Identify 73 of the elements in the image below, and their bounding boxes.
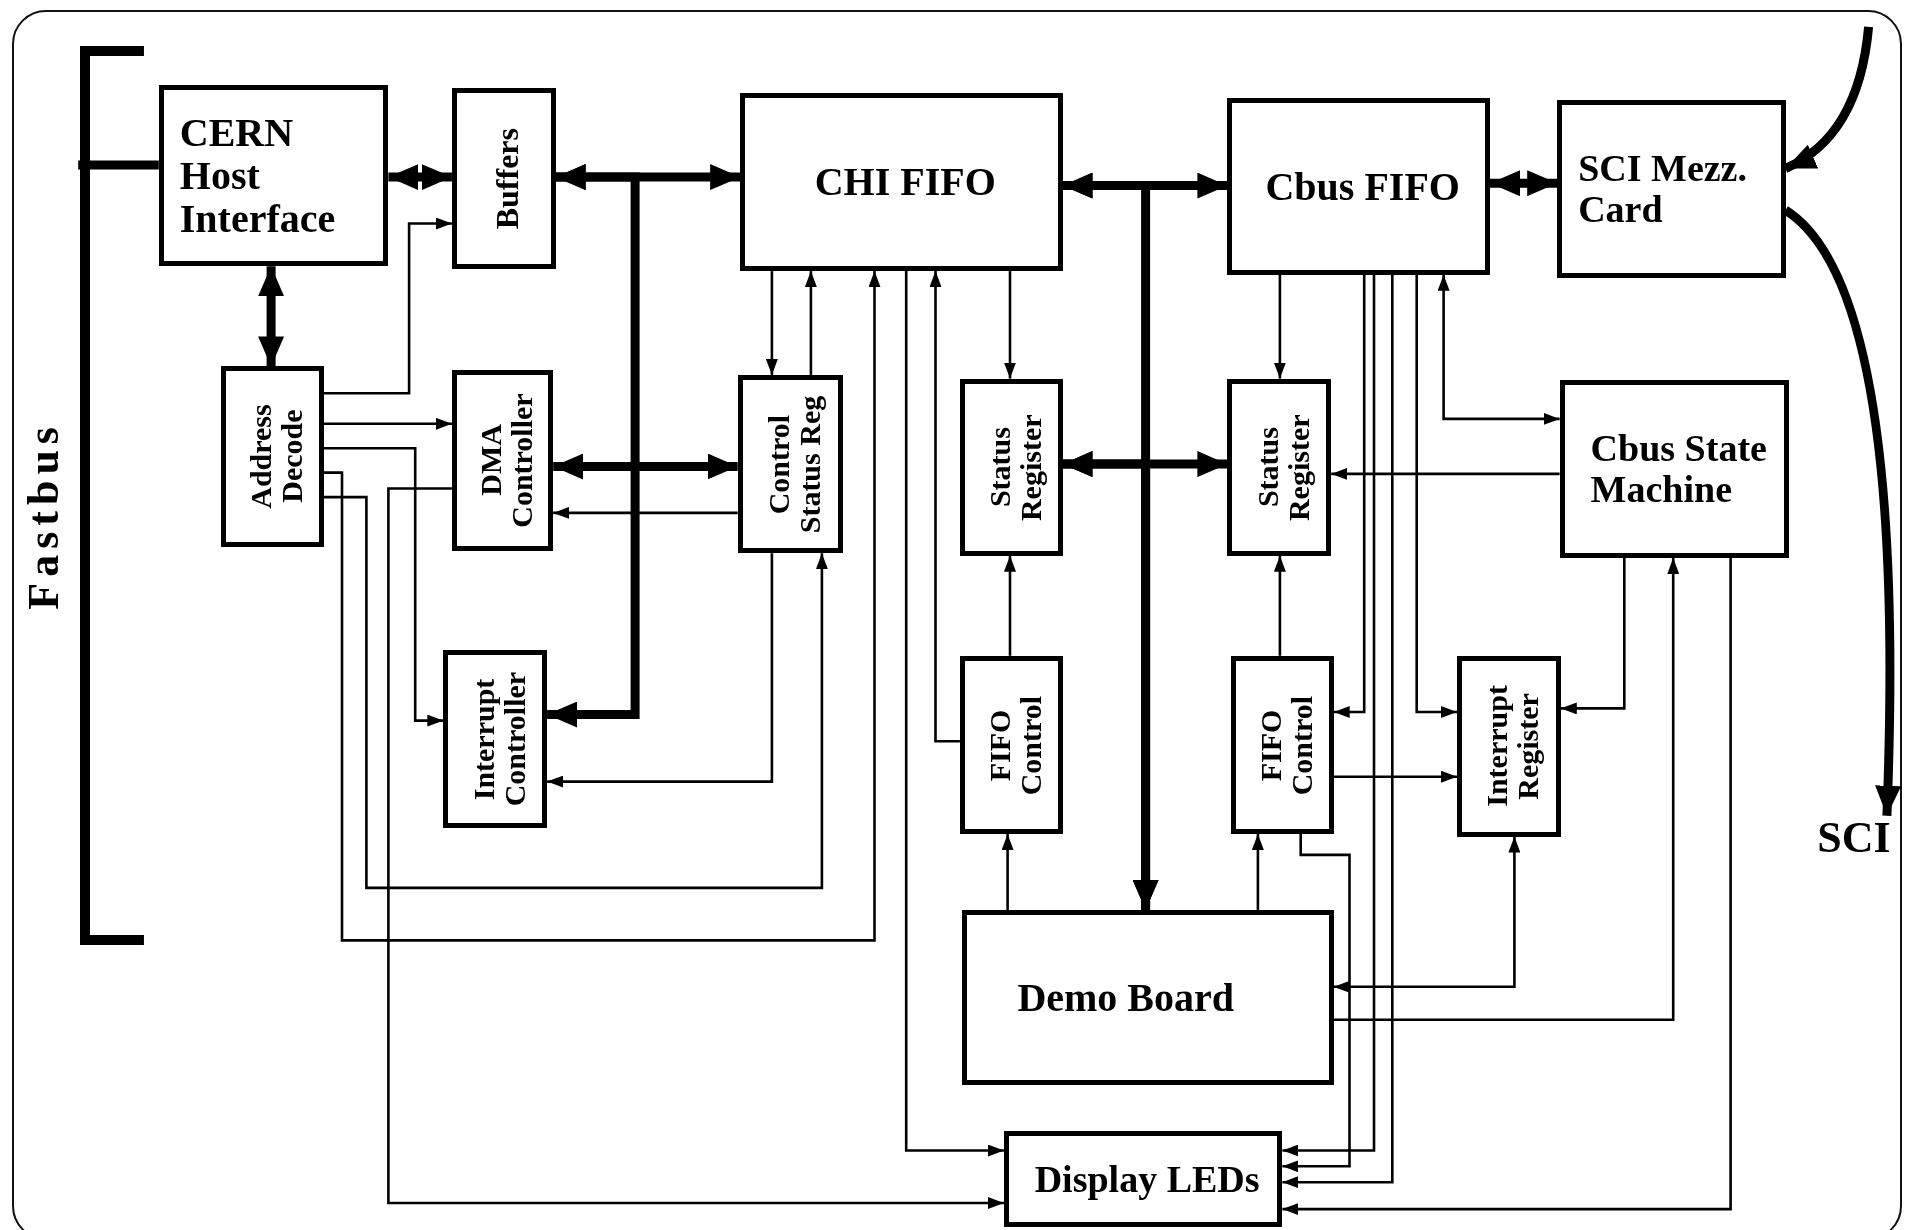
arrow [1560, 558, 1626, 715]
block-label: Demo Board [1017, 975, 1234, 1019]
block-label: CHI FIFO [814, 160, 996, 204]
block-box [1003, 1130, 1283, 1228]
block-box [1227, 97, 1490, 275]
arrow [929, 271, 960, 743]
bus-label: Fastbus [21, 421, 66, 611]
block-label: CERN Host Interface [179, 111, 337, 241]
arrow [1331, 467, 1560, 480]
bus-arrow [1062, 451, 1159, 910]
arrow [1282, 274, 1376, 1157]
arrow [1282, 558, 1732, 1216]
block-label: Status Register [984, 412, 1046, 523]
block-label: SCI Mezz. Card [1578, 148, 1748, 231]
arrow [1273, 555, 1286, 656]
block-box [737, 374, 843, 554]
arrow [1282, 834, 1351, 1173]
arrow [1282, 274, 1394, 1189]
bus-bar [78, 46, 145, 946]
arrow [387, 487, 1004, 1209]
bus-arrow [1490, 170, 1558, 197]
arrow [547, 553, 774, 788]
arrow [904, 271, 1004, 1157]
arrow [1437, 274, 1560, 425]
block-label: Interrupt Controller [468, 670, 530, 809]
block-label: Cbus State Machine [1590, 427, 1768, 510]
block-box [1557, 100, 1786, 279]
block-label: DMA Controller [475, 392, 538, 530]
block-box [1457, 655, 1561, 837]
arrow [1415, 274, 1457, 718]
bus-arrow [547, 164, 640, 728]
block-label: Buffers [491, 127, 525, 229]
block-box [451, 87, 556, 269]
arrow [765, 271, 778, 375]
arrow [1333, 836, 1521, 993]
arrow [1273, 274, 1286, 379]
block-label: FIFO Control [1255, 694, 1317, 797]
signal-label: SCI [1817, 815, 1891, 860]
arrow [323, 217, 452, 395]
block-label: Address Decode [245, 403, 307, 511]
block-box [443, 649, 548, 828]
arrow [1004, 271, 1016, 379]
block-box [1559, 379, 1790, 559]
bus-arrow [258, 266, 285, 367]
block-box [451, 370, 554, 551]
arrow [323, 271, 881, 942]
block-label: Interrupt Register [1482, 684, 1544, 810]
block-box [1231, 655, 1334, 835]
arrow [553, 506, 738, 519]
arrow [323, 417, 452, 430]
block-label: Status Register [1252, 412, 1314, 523]
arrow [1333, 274, 1366, 718]
block-box [962, 909, 1334, 1085]
block-label: Control Status Reg [763, 394, 825, 535]
block-box [959, 655, 1063, 835]
block-label: Display LEDs [1034, 1158, 1260, 1200]
arrow [323, 446, 444, 727]
block-label: Cbus FIFO [1265, 164, 1460, 208]
arrow [1333, 770, 1457, 783]
block-box [1227, 378, 1332, 556]
block-box [221, 366, 324, 548]
block-box [740, 92, 1063, 272]
arrow [1004, 555, 1016, 656]
arrow [1251, 834, 1264, 910]
bus-arrow [553, 453, 738, 480]
arrow [1001, 834, 1014, 910]
arrow [1333, 558, 1680, 1022]
arrow [323, 495, 828, 890]
block-box [158, 85, 389, 267]
block-box [959, 378, 1063, 556]
arrow [804, 271, 817, 375]
bus-arrow [388, 164, 452, 191]
block-label: FIFO Control [984, 694, 1046, 797]
